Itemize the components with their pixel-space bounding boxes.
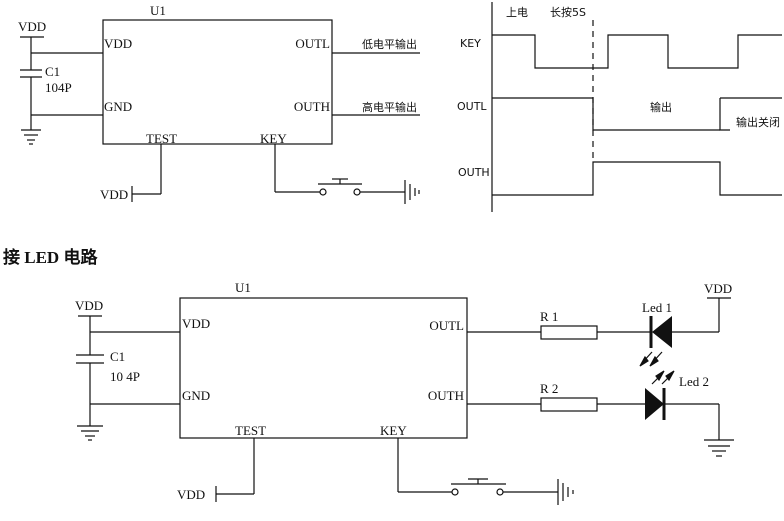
timing-waveforms <box>491 2 782 212</box>
led2-symbol <box>645 388 666 420</box>
c2-vdd-top-label: VDD <box>75 298 103 313</box>
timing-output-off-label: 输出关闭 <box>736 115 780 129</box>
timing-long-press: 长按5S <box>550 5 586 19</box>
c2-led2-label: Led 2 <box>679 374 709 389</box>
timing-power-on: 上电 <box>506 6 528 19</box>
c2-pin-key: KEY <box>380 423 407 438</box>
timing-outh-label: OUTH <box>458 166 490 179</box>
c1-cap-value: 104P <box>45 80 72 95</box>
led1-light-arrows <box>639 351 663 367</box>
c1-pin-gnd: GND <box>104 99 132 114</box>
c2-pin-outh: OUTH <box>428 388 464 403</box>
circuit2-chip-body <box>179 297 468 439</box>
c1-pin-key: KEY <box>260 131 287 146</box>
c2-r1-label: R 1 <box>540 309 558 324</box>
c2-cap-value: 10 4P <box>110 369 140 384</box>
c2-cap-name: C1 <box>110 349 125 364</box>
c2-chip-label: U1 <box>235 280 251 295</box>
c2-pin-test: TEST <box>235 423 266 438</box>
circuit1-wires <box>20 19 420 204</box>
c1-cap-name: C1 <box>45 64 60 79</box>
c1-outl-desc: 低电平输出 <box>362 37 417 51</box>
c2-led1-label: Led 1 <box>642 300 672 315</box>
c1-pin-vdd: VDD <box>104 36 132 51</box>
c2-vdd-led: VDD <box>704 281 732 296</box>
c1-vdd-top-label: VDD <box>18 19 46 34</box>
c1-pin-test: TEST <box>146 131 177 146</box>
c2-pin-vdd: VDD <box>182 316 210 331</box>
circuit1-chip-body <box>102 19 333 145</box>
c2-vdd-test: VDD <box>177 487 205 502</box>
led2-light-arrows <box>651 370 675 385</box>
c2-pin-outl: OUTL <box>429 318 464 333</box>
timing-outl-label: OUTL <box>457 100 487 113</box>
c1-chip-label: U1 <box>150 3 166 18</box>
section-heading: 接 LED 电路 <box>3 247 98 267</box>
c2-r2-label: R 2 <box>540 381 558 396</box>
c1-vdd-test: VDD <box>100 187 128 202</box>
led1-symbol <box>649 316 672 348</box>
timing-output-label: 输出 <box>650 100 672 114</box>
circuit2-wires <box>76 297 734 505</box>
c1-pin-outh: OUTH <box>294 99 330 114</box>
timing-key-label: KEY <box>460 37 481 50</box>
c1-pin-outl: OUTL <box>295 36 330 51</box>
c2-pin-gnd: GND <box>182 388 210 403</box>
c1-outh-desc: 高电平输出 <box>362 100 417 114</box>
